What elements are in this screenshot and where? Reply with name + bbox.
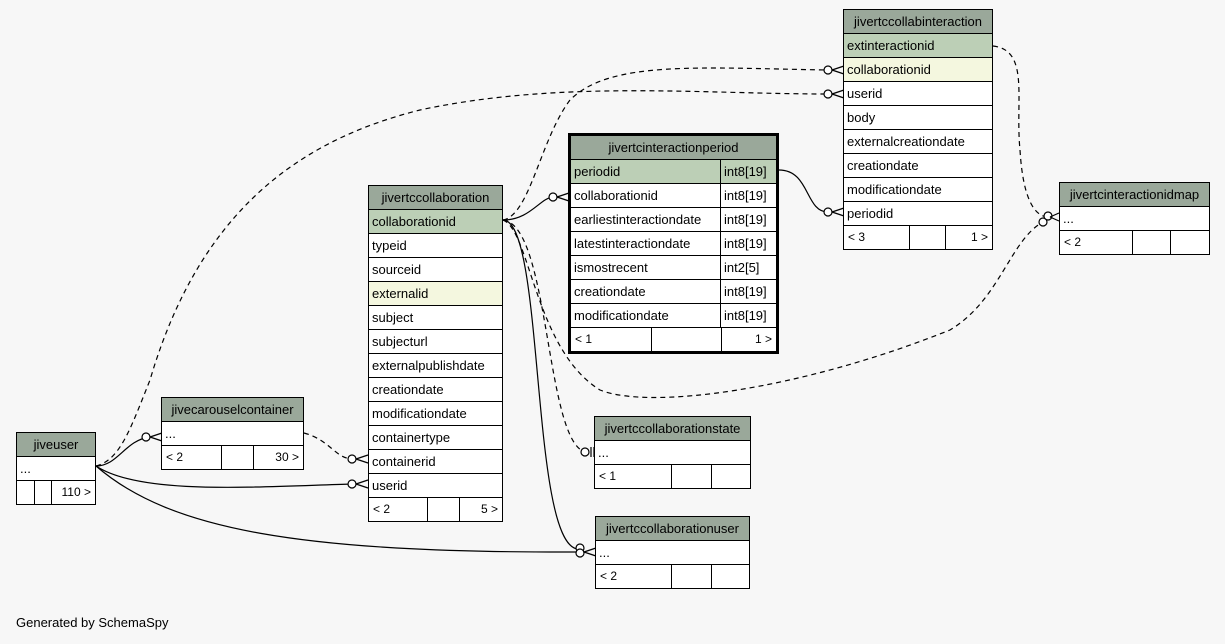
table-row: subjecturl: [369, 330, 502, 354]
table-jivertcinteractionidmap[interactable]: jivertcinteractionidmap ... < 2: [1059, 182, 1210, 255]
table-jiveuser[interactable]: jiveuser ... 110 >: [16, 432, 96, 505]
crowfoot-marker: [831, 207, 845, 217]
table-footer: < 3 1 >: [844, 226, 992, 249]
table-row: userid: [844, 82, 992, 106]
table-row: subject: [369, 306, 502, 330]
table-jivertccollaborationuser[interactable]: jivertccollaborationuser ... < 2: [595, 516, 750, 589]
table-row: containertype: [369, 426, 502, 450]
marker-circle: [347, 454, 357, 464]
table-jivertccollaboration[interactable]: jivertccollaboration collaborationid typ…: [368, 185, 503, 522]
table-row: modificationdate: [844, 178, 992, 202]
table-title: jivertcinteractionidmap: [1060, 183, 1209, 207]
table-row: ...: [596, 541, 749, 565]
table-jivertccollabinteraction[interactable]: jivertccollabinteraction extinteractioni…: [843, 9, 993, 250]
crowfoot-marker: [1049, 212, 1060, 222]
crowfoot-marker: [831, 89, 845, 99]
marker-circle: [347, 479, 357, 489]
generated-by-label: Generated by SchemaSpy: [16, 615, 169, 630]
marker-circle: [580, 447, 590, 457]
table-title: jivertccollaboration: [369, 186, 502, 210]
table-row: collaborationid: [369, 210, 502, 234]
crowfoot-marker: [149, 432, 163, 442]
edge-carousel-containerid: [303, 432, 353, 460]
table-row: sourceid: [369, 258, 502, 282]
table-footer: 110 >: [17, 481, 95, 504]
table-row: periodid: [844, 202, 992, 226]
table-row: modificationdate: [369, 402, 502, 426]
table-title: jivertccollaborationuser: [596, 517, 749, 541]
table-row: ...: [17, 457, 95, 481]
table-row: containerid: [369, 450, 502, 474]
table-jivertccollaborationstate[interactable]: jivertccollaborationstate ... < 1: [594, 416, 751, 489]
marker-circle: [1038, 217, 1048, 227]
edge-user-collabuser: [95, 465, 581, 553]
table-footer: < 1: [595, 465, 750, 488]
table-footer: < 2 30 >: [162, 446, 303, 469]
table-footer: < 1 1 >: [571, 328, 776, 351]
table-row: ...: [162, 422, 303, 446]
table-row: externalpublishdate: [369, 354, 502, 378]
crowfoot-marker: [355, 454, 369, 464]
table-row: creationdate: [844, 154, 992, 178]
table-title: jiveuser: [17, 433, 95, 457]
table-row: body: [844, 106, 992, 130]
marker-circle: [575, 548, 585, 558]
table-row: extinteractionid: [844, 34, 992, 58]
crowfoot-marker: [831, 65, 845, 75]
edge-collab-state: [502, 219, 586, 453]
table-row: externalcreationdate: [844, 130, 992, 154]
table-row: collaborationid: [844, 58, 992, 82]
edge-user-collab-userid: [95, 465, 353, 488]
table-footer: < 2: [596, 565, 749, 588]
edge-collab-idmap: [502, 219, 1044, 399]
edge-collab-period: [502, 196, 554, 221]
marker-circle: [823, 65, 833, 75]
marker-circle: [823, 89, 833, 99]
table-title: jivertccollaborationstate: [595, 417, 750, 441]
crowfoot-marker: [583, 547, 597, 557]
crowfoot-marker: [556, 192, 570, 202]
table-jivecarouselcontainer[interactable]: jivecarouselcontainer ... < 2 30 >: [161, 397, 304, 470]
edge-collab-collabuser: [502, 219, 579, 550]
crowfoot-marker: [355, 479, 369, 489]
table-title: jivertcinteractionperiod: [571, 136, 776, 160]
table-title: jivecarouselcontainer: [162, 398, 303, 422]
table-row: ...: [595, 441, 750, 465]
marker-circle: [548, 192, 558, 202]
edge-user-interaction-userid: [95, 90, 829, 467]
table-footer: < 2: [1060, 231, 1209, 254]
table-row: externalid: [369, 282, 502, 306]
table-row: typeid: [369, 234, 502, 258]
table-row: ...: [1060, 207, 1209, 231]
marker-circle: [823, 207, 833, 217]
edge-period-interaction: [778, 169, 829, 213]
table-row: userid: [369, 474, 502, 498]
table-row: creationdate: [369, 378, 502, 402]
edge-collab-interaction: [502, 67, 829, 221]
marker-circle: [141, 432, 151, 442]
table-title: jivertccollabinteraction: [844, 10, 992, 34]
table-footer: < 2 5 >: [369, 498, 502, 521]
edge-interaction-idmap: [992, 45, 1051, 218]
